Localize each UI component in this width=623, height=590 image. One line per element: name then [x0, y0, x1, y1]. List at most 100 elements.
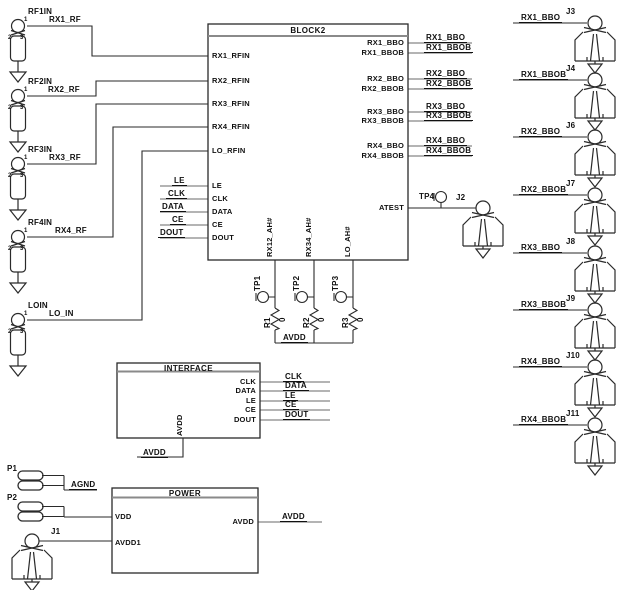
interface-pin-label: CLK — [239, 377, 256, 386]
block2-right-pin-label: RX1_BBO — [367, 38, 404, 47]
j11-connector-symbol — [574, 417, 616, 476]
resistor-ref-label: R3 — [341, 317, 350, 328]
pin-number: 1 — [24, 311, 28, 317]
interface-pin-label: CE — [245, 405, 256, 414]
right-connector-ref: J10 — [566, 351, 580, 360]
resistor-value-label: 0 — [356, 317, 365, 322]
j2-ref-label: J2 — [456, 193, 466, 202]
power-pin-label: AVDD — [232, 517, 254, 526]
interface-avdd-pin-label: AVDD — [175, 414, 184, 437]
right-connector-net: RX4_BBOB — [519, 415, 569, 425]
testpoint-label: TP1 — [253, 275, 262, 291]
testpoint-label: TP4 — [419, 192, 435, 201]
output-net-label: RX4_BBO — [424, 136, 468, 146]
output-net-label: RX3_BBOB — [424, 111, 474, 121]
left-connector-ref: LOIN — [28, 301, 48, 310]
block2-left-pin-label: RX4_RFIN — [212, 122, 250, 131]
pin-number: 2 — [8, 246, 12, 252]
tp3-symbol — [333, 290, 348, 304]
rf1-connector-symbol — [9, 18, 27, 83]
block2-bottom-pin-label: RX12_AH# — [265, 217, 274, 257]
right-connector-net: RX1_BBO — [519, 13, 563, 23]
serial-net-label: LE — [172, 176, 187, 186]
left-connector-net: LO_IN — [49, 309, 74, 318]
j7-connector-symbol — [574, 187, 616, 246]
p2-plug-symbol — [17, 511, 44, 522]
gray-stub-wires — [160, 42, 472, 523]
serial-net-label: CE — [170, 215, 186, 225]
block2-left-pin-label: LO_RFIN — [212, 146, 246, 155]
pin-number: 1 — [24, 155, 28, 161]
right-connector-net: RX4_BBO — [519, 357, 563, 367]
block2-left-pin-label: CLK — [212, 194, 229, 203]
block2-right-pin-label: RX3_BBO — [367, 107, 404, 116]
right-connector-net: RX1_BBOB — [519, 70, 569, 80]
pin-number: 2 — [8, 35, 12, 41]
pin-number: 3 — [20, 246, 24, 252]
serial-net-label: DATA — [160, 202, 186, 212]
block2-right-pin-label: ATEST — [378, 203, 404, 212]
pin-number: 3 — [20, 173, 24, 179]
block2-left-pin-label: DOUT — [212, 233, 235, 242]
block2-right-pin-label: RX4_BBOB — [361, 151, 404, 160]
j3-connector-symbol — [574, 15, 616, 74]
interface-net-label: CLK — [283, 372, 305, 382]
power-pin-label: VDD — [115, 512, 132, 521]
p1-plug-symbol — [17, 480, 44, 491]
block2-right-pin-label: RX1_BBOB — [361, 48, 404, 57]
avdd-net-label: AVDD — [141, 448, 168, 458]
pin-number: 2 — [8, 173, 12, 179]
signal-wires — [27, 22, 587, 542]
right-connector-ref: J3 — [566, 7, 576, 16]
block2-left-pin-label: RX2_RFIN — [212, 76, 250, 85]
avdd-net-label: AVDD — [280, 512, 307, 522]
j10-connector-symbol — [574, 359, 616, 418]
block-outlines — [111, 23, 409, 574]
interface-net-label: DATA — [283, 381, 309, 391]
right-connector-net: RX2_BBO — [519, 127, 563, 137]
j2-connector-symbol — [462, 200, 504, 259]
left-connector-net: RX1_RF — [49, 15, 81, 24]
rf3-connector-symbol — [9, 156, 27, 221]
block2-right-pin-label: RX2_BBO — [367, 74, 404, 83]
power-title: POWER — [168, 489, 202, 498]
tp1-symbol — [255, 290, 270, 304]
resistor-ref-label: R1 — [263, 317, 272, 328]
output-net-label: RX1_BBOB — [424, 43, 474, 53]
block2-right-pin-label: RX2_BBOB — [361, 84, 404, 93]
pin-number: 3 — [20, 105, 24, 111]
block2-left-pin-label: CE — [212, 220, 223, 229]
rf4-connector-symbol — [9, 229, 27, 294]
left-connector-ref: RF1IN — [28, 7, 53, 16]
right-connector-ref: J11 — [566, 409, 580, 418]
left-connector-net: RX4_RF — [55, 226, 87, 235]
interface-net-label: LE — [283, 391, 298, 401]
block2-bottom-pin-label: LO_AH# — [343, 226, 352, 257]
pin-number: 1 — [24, 17, 28, 23]
left-connector-ref: RF2IN — [28, 77, 53, 86]
right-connector-ref: J4 — [566, 64, 576, 73]
p1-ref-label: P1 — [7, 464, 18, 473]
right-connector-ref: J9 — [566, 294, 576, 303]
interface-pin-label: DATA — [235, 386, 256, 395]
left-connector-ref: RF3IN — [28, 145, 53, 154]
right-connector-net: RX2_BBOB — [519, 185, 569, 195]
pin-number: 2 — [8, 105, 12, 111]
block2-left-pin-label: RX3_RFIN — [212, 99, 250, 108]
block-title-separators — [112, 35, 408, 499]
p2-plug-symbol — [17, 501, 44, 512]
j1-ref-label: J1 — [51, 527, 61, 536]
block2-title: BLOCK2 — [290, 26, 326, 35]
p2-ref-label: P2 — [7, 493, 18, 502]
block2-left-pin-label: RX1_RFIN — [212, 51, 250, 60]
tp4-symbol — [433, 190, 448, 204]
j1-connector-symbol — [11, 533, 53, 590]
tp2-symbol — [294, 290, 309, 304]
interface-net-label: CE — [283, 400, 299, 410]
pin-number: 3 — [20, 35, 24, 41]
right-connector-ref: J8 — [566, 237, 576, 246]
resistor-value-label: 0 — [317, 317, 326, 322]
resistor-value-label: 0 — [278, 317, 287, 322]
